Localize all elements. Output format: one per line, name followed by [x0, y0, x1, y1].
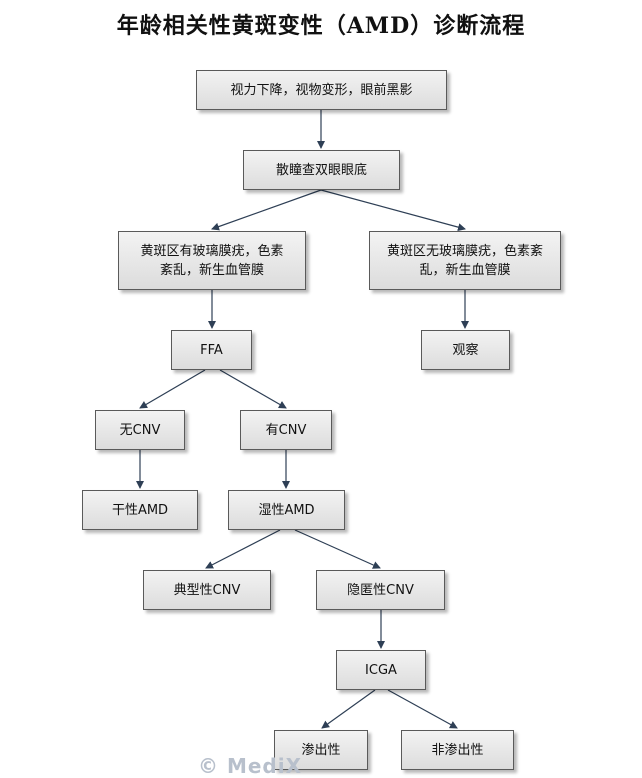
node-dilated-exam: 散瞳查双眼眼底: [243, 150, 400, 190]
node-occult-cnv: 隐匿性CNV: [316, 570, 445, 610]
node-icga: ICGA: [336, 650, 426, 690]
node-macula-with-drusen: 黄斑区有玻璃膜疣，色素紊乱，新生血管膜: [118, 231, 306, 290]
edge-ffa-to-has-cnv: [219, 369, 287, 409]
node-dry-amd: 干性AMD: [82, 490, 198, 530]
node-symptoms: 视力下降，视物变形，眼前黑影: [196, 70, 447, 110]
node-has-cnv: 有CNV: [240, 410, 332, 450]
node-exudative: 渗出性: [274, 730, 368, 770]
node-ffa: FFA: [171, 330, 252, 370]
node-classic-cnv: 典型性CNV: [143, 570, 271, 610]
node-wet-amd: 湿性AMD: [228, 490, 345, 530]
node-observe: 观察: [421, 330, 510, 370]
edge-icga-to-non-exudative: [387, 689, 458, 729]
edge-exam-to-no-drusen: [320, 189, 466, 232]
node-non-exudative: 非渗出性: [401, 730, 514, 770]
edge-ffa-to-no-cnv: [139, 369, 206, 409]
node-macula-without-drusen: 黄斑区无玻璃膜疣，色素紊乱，新生血管膜: [369, 231, 561, 290]
page-title: 年龄相关性黄斑变性（AMD）诊断流程: [116, 13, 526, 39]
edge-exam-to-drusen: [211, 189, 322, 231]
watermark: © MediX: [198, 754, 303, 778]
edge-icga-to-exudative: [321, 689, 376, 729]
edge-wet-to-occult: [294, 529, 381, 569]
node-no-cnv: 无CNV: [95, 410, 185, 450]
edge-wet-to-classic: [205, 529, 281, 569]
